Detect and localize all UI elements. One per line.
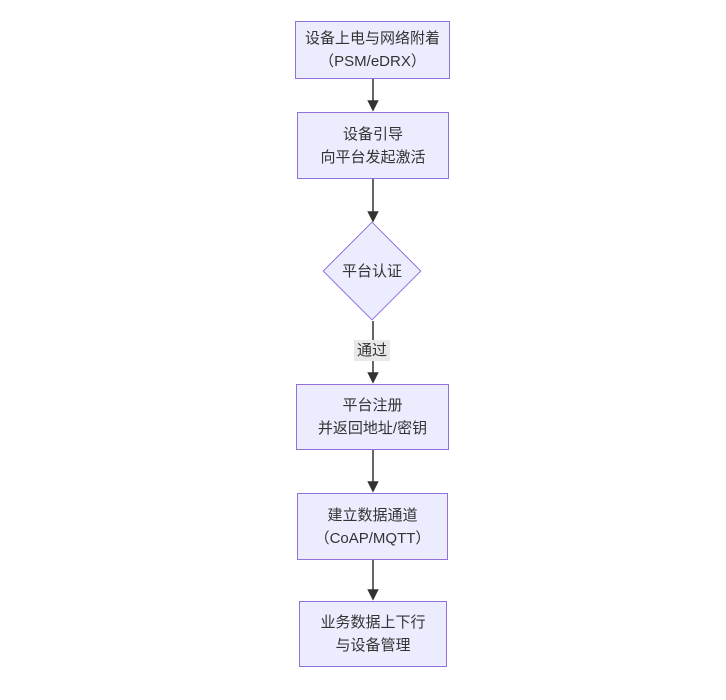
node-label-line: 与设备管理 xyxy=(335,637,411,654)
flow-node-register: 平台注册 并返回地址/密钥 xyxy=(296,384,449,450)
node-label-line: （CoAP/MQTT） xyxy=(314,529,431,547)
arrowhead-auth-to-register xyxy=(367,372,379,384)
arrowhead-register-to-channel xyxy=(367,481,379,493)
node-label-line: 并返回地址/密钥 xyxy=(317,420,428,437)
node-label-line: 向平台发起激活 xyxy=(320,148,426,166)
node-label-line: （PSM/eDRX） xyxy=(319,53,426,70)
arrowhead-channel-to-business xyxy=(367,589,379,601)
arrowhead-power-to-bootstrap xyxy=(367,100,379,112)
flow-node-power-attach: 设备上电与网络附着 （PSM/eDRX） xyxy=(295,21,450,79)
node-label-line: 建立数据通道 xyxy=(327,506,418,524)
node-label-line: 设备引导 xyxy=(342,125,403,143)
node-label-line: 设备上电与网络附着 xyxy=(304,30,440,47)
flow-node-data-channel: 建立数据通道 （CoAP/MQTT） xyxy=(297,493,448,560)
node-label-line: 业务数据上下行 xyxy=(320,614,426,631)
flow-node-bootstrap: 设备引导 向平台发起激活 xyxy=(297,112,449,179)
edge-label-pass: 通过 xyxy=(354,340,391,361)
flow-node-business: 业务数据上下行 与设备管理 xyxy=(299,601,447,667)
node-label-line: 平台注册 xyxy=(342,397,403,414)
arrowhead-bootstrap-to-auth xyxy=(367,211,379,223)
flow-node-platform-auth-label: 平台认证 xyxy=(341,263,402,280)
